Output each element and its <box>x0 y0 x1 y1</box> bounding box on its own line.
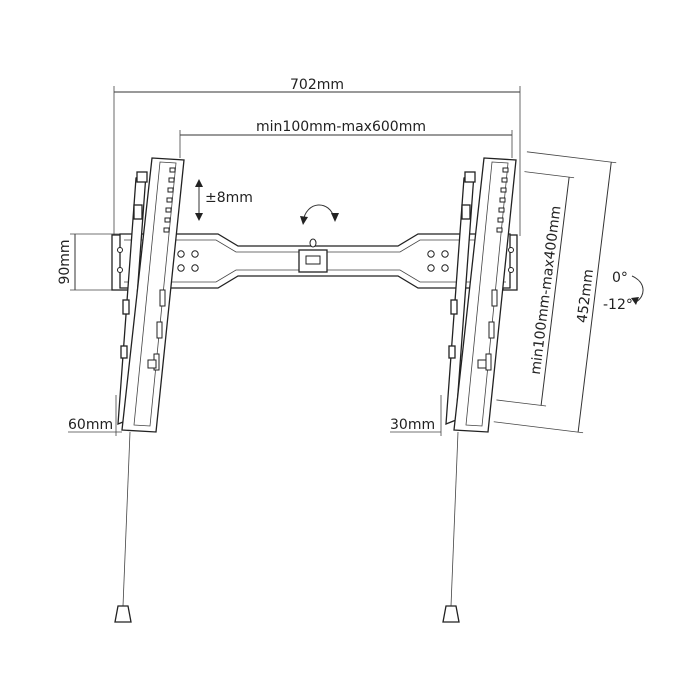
right-depth-dimension: 30mm <box>390 395 442 436</box>
left-cord-weight <box>114 605 132 623</box>
tilt-indicator: 0° -12° <box>603 270 644 313</box>
arrow-up-icon <box>195 179 203 187</box>
right-cord-weight <box>442 605 460 623</box>
right-depth-label: 30mm <box>390 417 435 433</box>
vesa-horizontal-dimension: min100mm-max600mm <box>179 119 513 158</box>
tilt-upper-label: 0° <box>612 270 628 286</box>
tilt-arrow-icon <box>631 297 639 305</box>
plate-height-dimension: 90mm <box>57 233 124 291</box>
tilt-lower-label: -12° <box>603 297 633 313</box>
right-safety-cord <box>442 431 460 623</box>
wall-plate <box>111 233 518 291</box>
rotate-arrow-icon <box>300 204 339 225</box>
left-vertical-arm <box>117 157 185 433</box>
plate-height-label: 90mm <box>57 239 73 284</box>
left-depth-dimension: 60mm <box>68 395 122 436</box>
vesa-vertical-label: min100mm-max400mm <box>528 205 565 376</box>
vertical-adjust-indicator: ±8mm <box>195 179 253 221</box>
vertical-adjust-label: ±8mm <box>205 190 253 206</box>
vesa-horizontal-label: min100mm-max600mm <box>256 119 426 135</box>
left-arm-holes <box>147 167 176 371</box>
arm-height-dimension: 452mm <box>493 151 617 434</box>
right-arm-holes <box>477 167 509 371</box>
right-vertical-arm <box>445 157 517 433</box>
left-safety-cord <box>114 431 132 623</box>
arrow-down-icon <box>195 213 203 221</box>
arm-height-label: 452mm <box>575 268 597 324</box>
overall-width-label: 702mm <box>290 77 344 93</box>
left-depth-label: 60mm <box>68 417 113 433</box>
overall-width-dimension: 702mm <box>113 77 521 236</box>
